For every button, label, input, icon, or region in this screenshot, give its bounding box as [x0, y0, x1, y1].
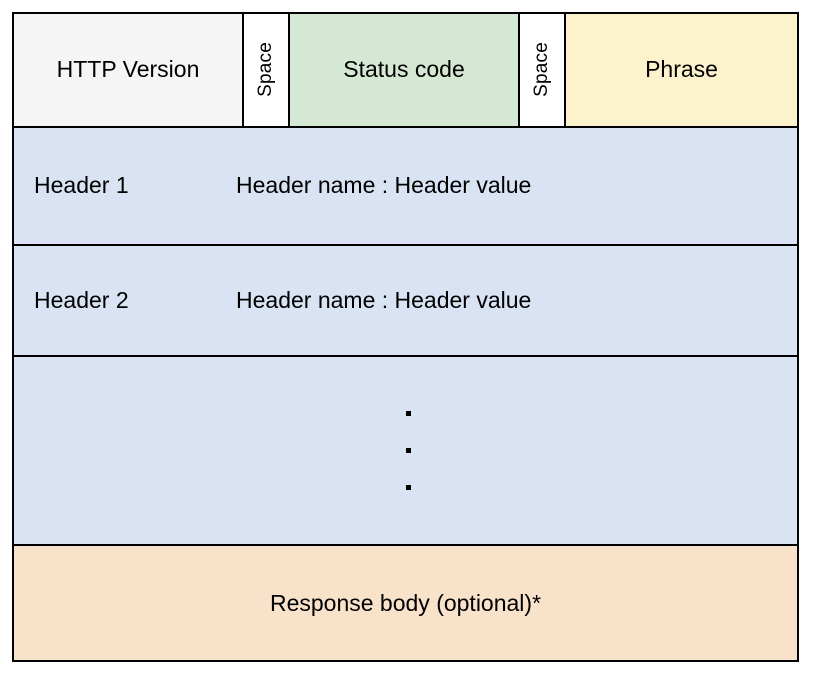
phrase-label: Phrase	[645, 56, 718, 83]
ellipsis-dot	[406, 448, 411, 454]
response-body-label: Response body (optional)*	[269, 589, 542, 616]
cell-space-2: Space	[518, 14, 564, 126]
http-version-label: HTTP Version	[56, 56, 200, 83]
header-2-value: Header name : Header value	[236, 287, 532, 314]
header-1-value: Header name : Header value	[236, 172, 532, 199]
ellipsis-dot	[406, 411, 411, 417]
header-row-1: Header 1 Header name : Header value	[12, 125, 799, 247]
status-line-row: HTTP Version Space Status code Space Phr…	[12, 12, 799, 128]
response-body-row: Response body (optional)*	[12, 544, 799, 662]
header-continuation-row	[12, 354, 799, 547]
space-label-1: Space	[254, 42, 276, 98]
header-row-2: Header 2 Header name : Header value	[12, 244, 799, 357]
header-2-label: Header 2	[34, 287, 129, 314]
ellipsis-dot	[406, 485, 411, 491]
cell-space-1: Space	[242, 14, 288, 126]
http-response-diagram: HTTP Version Space Status code Space Phr…	[12, 12, 799, 662]
space-label-2: Space	[530, 42, 552, 98]
cell-status-code: Status code	[288, 14, 518, 126]
status-code-label: Status code	[343, 56, 465, 83]
cell-http-version: HTTP Version	[14, 14, 242, 126]
header-1-label: Header 1	[34, 172, 129, 199]
vertical-ellipsis-icon	[406, 395, 411, 506]
cell-phrase: Phrase	[564, 14, 797, 126]
